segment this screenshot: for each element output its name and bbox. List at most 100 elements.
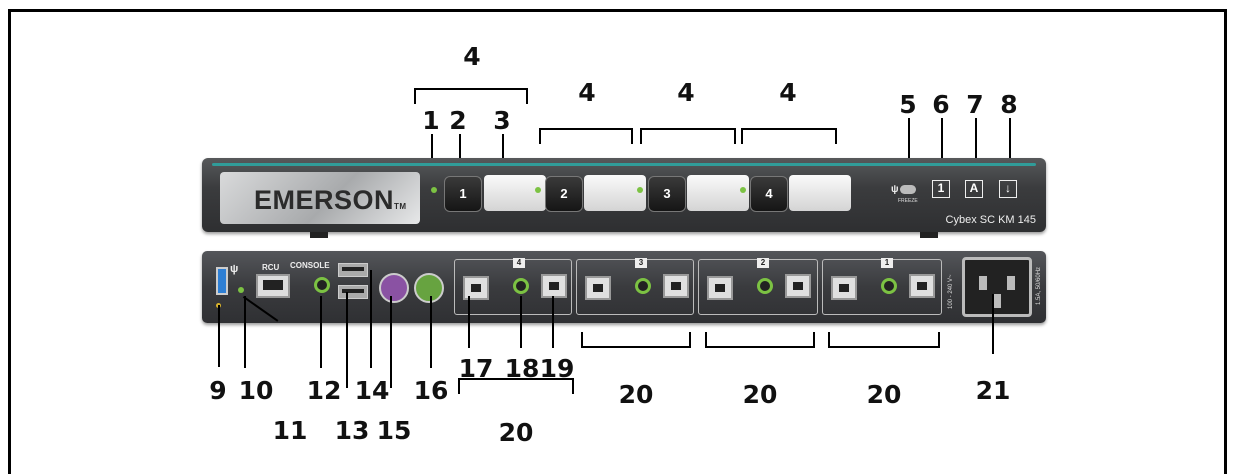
callout-6: 6: [932, 90, 950, 119]
ch3-usb-port[interactable]: [663, 274, 689, 298]
channel-tag-3: 3: [635, 258, 647, 268]
channel-port-group-2: 2: [698, 258, 818, 315]
ch2-km-port[interactable]: [707, 276, 733, 300]
freeze-label: FREEZE: [898, 198, 918, 204]
ch2-audio-jack[interactable]: [757, 278, 773, 294]
callout-20-channel1: 20: [866, 380, 902, 409]
bracket-4-channel2: [539, 128, 633, 144]
usb-symbol-icon: ψ: [891, 184, 899, 195]
ps2-keyboard-port[interactable]: [379, 273, 409, 303]
leader-18: [520, 296, 522, 348]
callout-14: 14: [354, 376, 390, 405]
leader-3: [502, 134, 504, 174]
ch3-audio-jack[interactable]: [635, 278, 651, 294]
callout-7: 7: [966, 90, 984, 119]
ch1-audio-jack[interactable]: [881, 278, 897, 294]
leader-9: [218, 305, 220, 367]
channel-pad-1: [484, 175, 546, 211]
channel-tag-4: 4: [513, 258, 525, 268]
ch4-audio-jack[interactable]: [513, 278, 529, 294]
freeze-switch[interactable]: [900, 185, 916, 194]
channel-port-group-1: 1: [822, 258, 942, 315]
callout-1: 1: [422, 106, 440, 135]
brand-logo-plate: EMERSONTM: [220, 172, 420, 224]
front-foot-left: [310, 232, 328, 238]
callout-19: 19: [539, 354, 575, 383]
channel-button-1[interactable]: 1: [444, 176, 482, 212]
console-usb-port-bottom[interactable]: [338, 285, 368, 299]
rear-usb-symbol-icon: ψ: [230, 263, 239, 275]
callout-16: 16: [413, 376, 449, 405]
leader-21: [992, 294, 994, 354]
ch4-usb-port[interactable]: [541, 274, 567, 298]
channel-led-3: [637, 187, 643, 193]
callout-20-channel3: 20: [618, 380, 654, 409]
indicator-1: 1: [932, 180, 950, 198]
channel-tag-1: 1: [881, 258, 893, 268]
channel-pad-4: [789, 175, 851, 211]
callout-10: 10: [238, 376, 274, 405]
usb3-port[interactable]: [216, 267, 228, 295]
channel-led-2: [535, 187, 541, 193]
rcu-label: RCU: [262, 263, 280, 272]
callout-13: 13: [334, 416, 370, 445]
rcu-port[interactable]: [256, 274, 290, 298]
callout-17: 17: [458, 354, 494, 383]
callout-2: 2: [449, 106, 467, 135]
ps2-mouse-port[interactable]: [414, 273, 444, 303]
bracket-4-channel3: [640, 128, 736, 144]
channel-tag-2: 2: [757, 258, 769, 268]
callout-20-channel4: 20: [498, 418, 534, 447]
front-foot-right: [920, 232, 938, 238]
callout-12: 12: [306, 376, 342, 405]
console-usb-port-top[interactable]: [338, 263, 368, 277]
callout-18: 18: [504, 354, 540, 383]
rear-panel: ψ RCU CONSOLE 4 3 2 1 100 - 240 V~ 1.5A,…: [202, 251, 1046, 323]
ch1-km-port[interactable]: [831, 276, 857, 300]
console-audio-jack[interactable]: [314, 277, 330, 293]
leader-7: [975, 118, 977, 176]
callout-3: 3: [493, 106, 511, 135]
channel-pad-2: [584, 175, 646, 211]
ch1-usb-port[interactable]: [909, 274, 935, 298]
model-label: Cybex SC KM 145: [945, 214, 1036, 226]
channel-port-group-3: 3: [576, 258, 694, 315]
power-spec-label: 1.5A, 50/60Hz: [1036, 266, 1042, 305]
leader-10: [244, 296, 246, 368]
bracket-4-channel4: [741, 128, 837, 144]
ch2-usb-port[interactable]: [785, 274, 811, 298]
bracket-20-channel4: [458, 378, 574, 394]
callout-4-channel1: 4: [463, 42, 481, 71]
bracket-4-channel1: [414, 88, 528, 104]
channel-led-4: [740, 187, 746, 193]
indicator-download-icon: ↓: [999, 180, 1017, 198]
leader-13: [346, 292, 348, 388]
callout-11: 11: [272, 416, 308, 445]
callout-5: 5: [899, 90, 917, 119]
rear-status-led: [238, 287, 244, 293]
leader-12: [320, 296, 322, 368]
leader-2: [459, 134, 461, 174]
channel-button-2[interactable]: 2: [545, 176, 583, 212]
callout-9: 9: [209, 376, 227, 405]
channel-led-1: [431, 187, 437, 193]
ch4-km-port[interactable]: [463, 276, 489, 300]
leader-5: [908, 118, 910, 180]
indicator-a: A: [965, 180, 983, 198]
leader-8: [1009, 118, 1011, 176]
channel-port-group-4: 4: [454, 258, 572, 315]
ch3-km-port[interactable]: [585, 276, 611, 300]
callout-20-channel2: 20: [742, 380, 778, 409]
leader-15: [390, 296, 392, 388]
callout-4-channel3: 4: [677, 78, 695, 107]
leader-19: [552, 296, 554, 348]
callout-21: 21: [975, 376, 1011, 405]
front-panel: EMERSONTM 1 2 3 4 ψ FREEZE 1 A ↓ Cybex S…: [202, 158, 1046, 232]
power-inlet[interactable]: [962, 257, 1032, 317]
front-rim-accent: [212, 163, 1036, 166]
bracket-20-channel3: [581, 332, 691, 348]
channel-button-3[interactable]: 3: [648, 176, 686, 212]
leader-14: [370, 270, 372, 368]
channel-button-4[interactable]: 4: [750, 176, 788, 212]
console-label: CONSOLE: [290, 261, 330, 270]
